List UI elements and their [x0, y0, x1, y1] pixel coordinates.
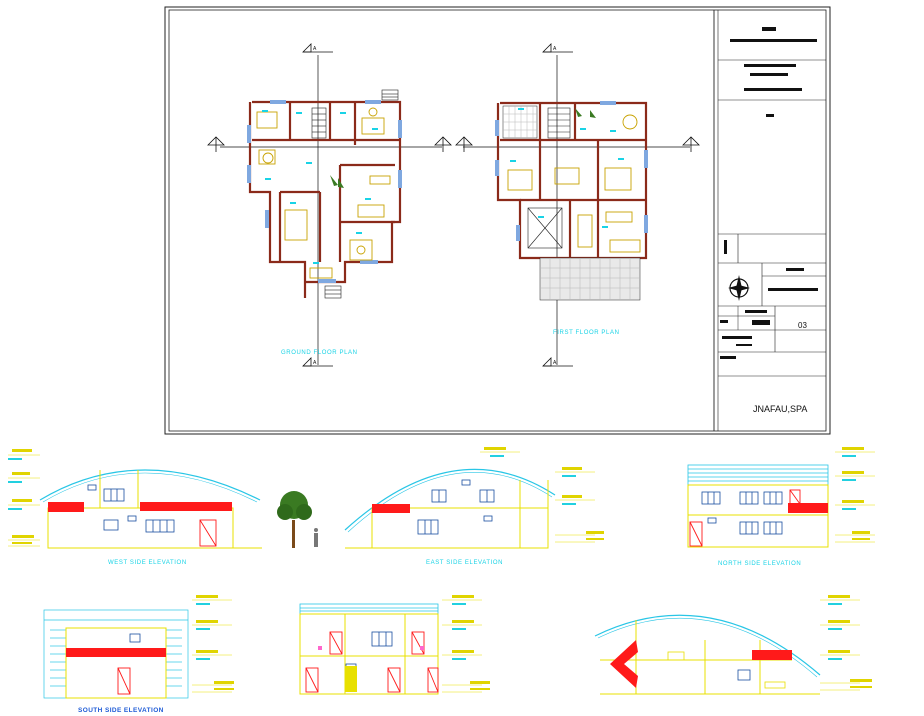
firm-name: JNAFAU,SPA [753, 404, 807, 414]
first-floor-windows [495, 101, 648, 241]
section-a-a [299, 595, 490, 695]
section-doors [305, 631, 439, 693]
south-doors [117, 667, 131, 695]
svg-text:A: A [313, 46, 317, 52]
balcony-hatch [503, 106, 640, 300]
north-side-elevation: NORTH SIDE ELEVATION [687, 447, 875, 567]
north-doors [689, 489, 801, 547]
first-floor-stairs [527, 107, 571, 249]
west-elevation-caption: WEST SIDE ELEVATION [108, 560, 187, 566]
east-windows [417, 479, 495, 535]
south-elevation-caption: SOUTH SIDE ELEVATION [78, 707, 164, 714]
person-icon [314, 528, 318, 547]
east-side-elevation: EAST SIDE ELEVATION [344, 447, 604, 566]
first-floor-plan: FIRST FLOOR PLAN [495, 101, 648, 336]
section-b-b [594, 595, 872, 695]
east-elevation-caption: EAST SIDE ELEVATION [426, 560, 503, 566]
first-floor-furniture [507, 114, 641, 253]
ground-floor-windows [247, 100, 402, 283]
first-floor-balconies [502, 105, 641, 301]
plant-icon [575, 108, 596, 118]
svg-text:A: A [553, 360, 557, 366]
south-windows [129, 633, 141, 643]
section-lines [220, 55, 690, 365]
ground-floor-labels [262, 110, 378, 264]
west-door [199, 519, 217, 547]
ground-floor-stairs [311, 89, 399, 299]
west-level-text [12, 449, 34, 544]
ground-floor-plan: GROUND FLOOR PLAN [247, 89, 402, 356]
ground-floor-plan-caption: GROUND FLOOR PLAN [281, 350, 358, 356]
west-windows [87, 484, 175, 533]
first-floor-plan-caption: FIRST FLOOR PLAN [553, 330, 620, 336]
sheet-border [164, 6, 831, 435]
first-floor-walls [496, 101, 648, 260]
svg-text:A: A [313, 360, 317, 366]
title-block: 03 JNAFAU,SPA [717, 10, 826, 431]
west-level-markers [8, 454, 40, 547]
south-side-elevation: SOUTH SIDE ELEVATION [43, 595, 234, 714]
sheet-number: 03 [798, 321, 807, 330]
ground-floor-furniture [256, 107, 391, 279]
svg-text:A: A [553, 46, 557, 52]
north-windows [701, 491, 783, 535]
north-elevation-caption: NORTH SIDE ELEVATION [718, 561, 801, 567]
west-side-elevation: WEST SIDE ELEVATION [8, 449, 262, 566]
section-marker-icons [207, 43, 700, 367]
east-level-markers [480, 451, 595, 543]
ground-floor-walls [248, 100, 402, 298]
tree-icon [277, 491, 312, 548]
plant-icon [330, 175, 344, 188]
north-arrow-icon [728, 275, 750, 301]
section-marker-labels: A A A A [313, 46, 557, 366]
first-floor-labels [510, 108, 624, 228]
